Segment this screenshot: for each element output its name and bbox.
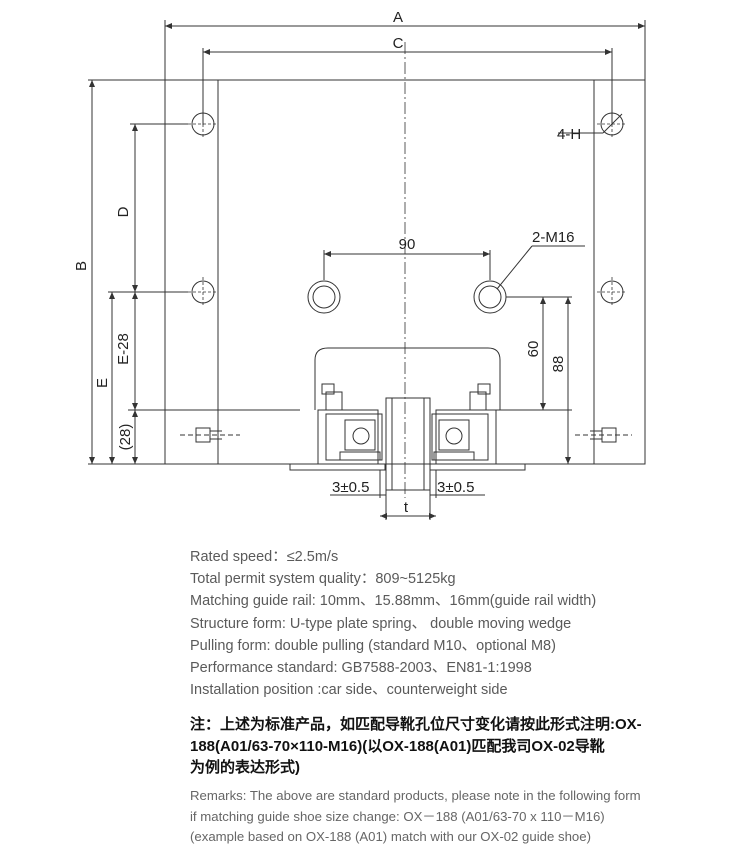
label-e: E (94, 378, 111, 388)
label-gap-right: 3±0.5 (437, 479, 474, 496)
leader-2m16 (496, 245, 533, 290)
technical-drawing: A C B D E E-28 (28) 90 60 88 4-H 2-M16 3… (73, 9, 646, 520)
remarks-line: Remarks: The above are standard products… (190, 788, 641, 803)
right-spring-block (435, 409, 497, 465)
label-e-28: E-28 (115, 333, 132, 365)
label-90: 90 (399, 236, 416, 253)
spec-pulling-form: Pulling form: double pulling (standard M… (190, 637, 556, 654)
label-c: C (393, 35, 404, 52)
remarks-line: if matching guide shoe size change: OX－1… (190, 808, 605, 824)
spec-installation-position: Installation position :car side、counterw… (190, 682, 508, 699)
label-gap-left: 3±0.5 (332, 479, 369, 496)
label-2m16: 2-M16 (532, 229, 575, 246)
label-t: t (404, 499, 409, 516)
chinese-note: 注：上述为标准产品，如匹配导靴孔位尺寸变化请按此形式注明:OX- 188(A01… (190, 714, 730, 779)
label-d: D (115, 206, 132, 217)
label-28: (28) (117, 424, 134, 451)
chinese-note-line: 188(A01/63-70×110-M16)(以OX-188(A01)匹配我司O… (190, 737, 605, 755)
spec-performance-standard: Performance standard: GB7588-2003、EN81-1… (190, 660, 532, 677)
spec-structure-form: Structure form: U-type plate spring、 dou… (190, 615, 572, 632)
chinese-note-line: 为例的表达形式) (190, 759, 300, 776)
spec-rated-speed: Rated speed：≤2.5m/s (190, 549, 339, 565)
remarks-line: (example based on OX-188 (A01) match wit… (190, 829, 591, 844)
guide-rail (385, 397, 431, 491)
label-4h: 4-H (557, 126, 581, 143)
label-60: 60 (525, 341, 542, 358)
label-a: A (393, 9, 403, 26)
inner-plate-outline (217, 79, 595, 465)
spec-system-quality: Total permit system quality：809~5125kg (190, 571, 456, 588)
bolt-m16-left (307, 280, 341, 314)
guide-shoe-body (314, 347, 501, 410)
leader-4h (602, 113, 623, 134)
spec-guide-rail: Matching guide rail: 10mm、15.88mm、16mm(g… (190, 593, 597, 610)
label-88: 88 (550, 356, 567, 373)
chinese-note-line: 注：上述为标准产品，如匹配导靴孔位尺寸变化请按此形式注明:OX- (190, 716, 642, 733)
specifications-list: Rated speed：≤2.5m/s Total permit system … (190, 546, 730, 701)
label-b: B (73, 261, 90, 271)
remarks: Remarks: The above are standard products… (190, 786, 730, 848)
